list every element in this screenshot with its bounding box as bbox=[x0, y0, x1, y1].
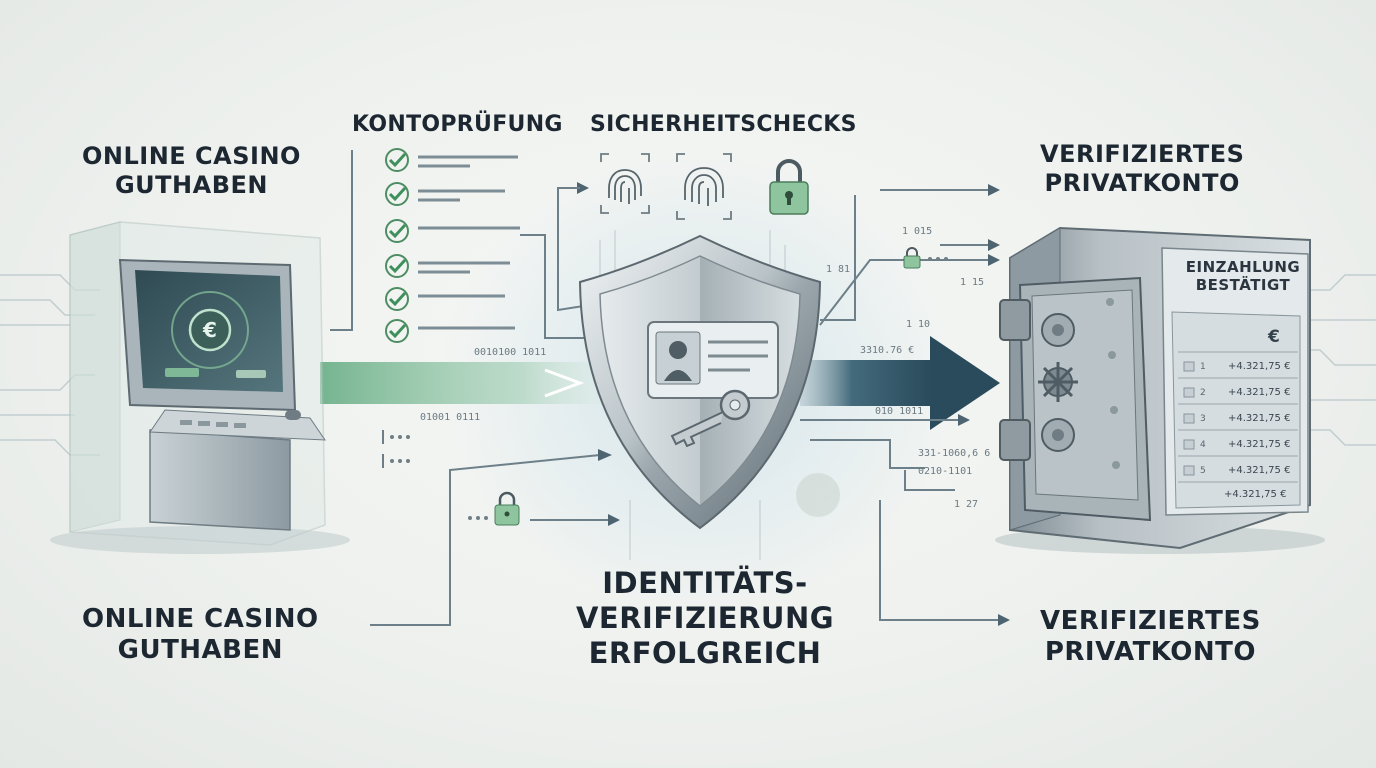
ledger-row-amount: +4.321,75 € bbox=[1228, 413, 1291, 424]
ledger-row-amount: +4.321,75 € bbox=[1228, 439, 1291, 450]
checkmark-icon bbox=[385, 319, 409, 343]
id-card-icon bbox=[647, 321, 779, 399]
amount-stream: 3310.76 € bbox=[860, 345, 915, 356]
connector-lines bbox=[330, 150, 1000, 626]
ledger-row-amount: +4.321,75 € bbox=[1228, 361, 1291, 372]
safe-icon bbox=[995, 226, 1325, 554]
ledger-row-amount: +4.321,75 € bbox=[1228, 465, 1291, 476]
flow-arrow-green bbox=[320, 362, 610, 404]
code-stream: 331-1060,6 6 bbox=[918, 448, 991, 459]
ledger-row-number: 1 bbox=[1200, 362, 1206, 372]
checkmark-icon bbox=[385, 148, 409, 172]
checkmark-icon bbox=[385, 182, 409, 206]
coin-icon bbox=[796, 473, 840, 517]
ledger-row-amount: +4.321,75 € bbox=[1228, 387, 1291, 398]
code-stream: 1 27 bbox=[954, 499, 979, 510]
checkmark-icon bbox=[385, 287, 409, 311]
binary-stream: 0010100 1011 bbox=[474, 347, 547, 358]
code-stream: 0210-1101 bbox=[918, 466, 973, 477]
code-stream: 010 1011 bbox=[875, 406, 924, 417]
dot-markers bbox=[382, 257, 948, 520]
ledger-row-number: 4 bbox=[1200, 440, 1206, 450]
ledger-row-number: 5 bbox=[1200, 466, 1206, 476]
code-stream: 1 10 bbox=[906, 319, 931, 330]
shield-icon bbox=[578, 234, 822, 530]
checklist bbox=[385, 148, 520, 343]
padlock-icon bbox=[769, 159, 809, 215]
checkmark-icon bbox=[385, 254, 409, 278]
code-stream: 1 15 bbox=[960, 277, 985, 288]
ledger-currency-header: € bbox=[1268, 327, 1280, 347]
padlock-icon bbox=[494, 491, 520, 526]
ledger-row-amount: +4.321,75 € bbox=[1224, 489, 1287, 500]
ledger-row-number: 3 bbox=[1200, 414, 1206, 424]
label-account-check: KONTOPRÜFUNG bbox=[352, 112, 563, 137]
label-security-checks: SICHERHEITSCHECKS bbox=[590, 112, 857, 137]
atm-kiosk-icon: € bbox=[50, 221, 350, 554]
key-icon bbox=[670, 389, 751, 448]
flow-arrow-blue bbox=[800, 336, 1000, 430]
ledger-row-number: 2 bbox=[1200, 388, 1206, 398]
code-stream: 1 015 bbox=[902, 226, 933, 237]
binary-stream: 01001 0111 bbox=[420, 412, 481, 423]
checkmark-icon bbox=[385, 219, 409, 243]
padlock-icon bbox=[903, 247, 921, 269]
code-stream: 1 81 bbox=[826, 264, 851, 275]
fingerprint-icon bbox=[600, 153, 650, 214]
kiosk-euro-symbol: € bbox=[202, 318, 217, 342]
fingerprint-icon bbox=[676, 153, 732, 220]
